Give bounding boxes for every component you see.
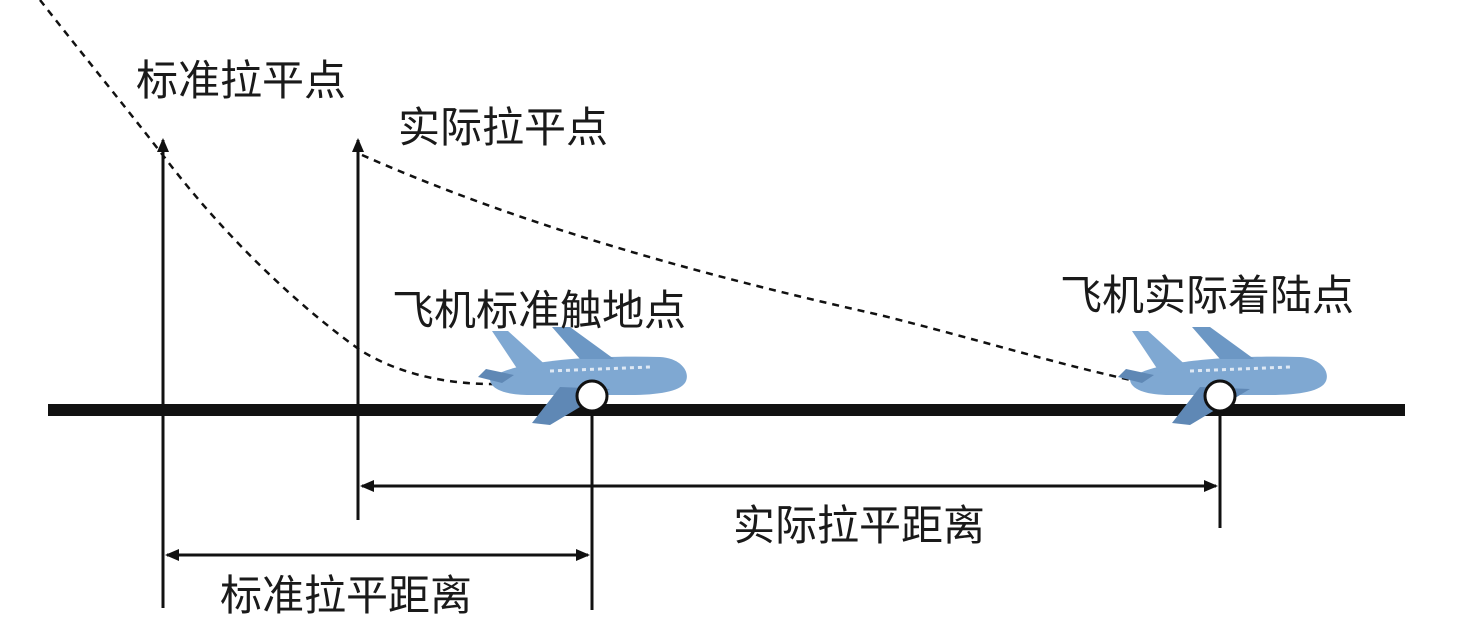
actual-landing-label: 飞机实际着陆点: [1060, 271, 1354, 320]
standard-trajectory-curve: [39, 0, 501, 386]
standard-flare-point-label: 标准拉平点: [136, 56, 346, 105]
actual-landing-marker: [1203, 379, 1237, 413]
actual-flare-point-label: 实际拉平点: [398, 103, 608, 152]
standard-flare-distance-label: 标准拉平距离: [220, 571, 472, 620]
standard-touchdown-marker: [575, 379, 609, 413]
standard-touchdown-label: 飞机标准触地点: [392, 286, 686, 335]
actual-flare-distance-label: 实际拉平距离: [733, 501, 985, 550]
actual-trajectory-curve: [361, 153, 1141, 384]
